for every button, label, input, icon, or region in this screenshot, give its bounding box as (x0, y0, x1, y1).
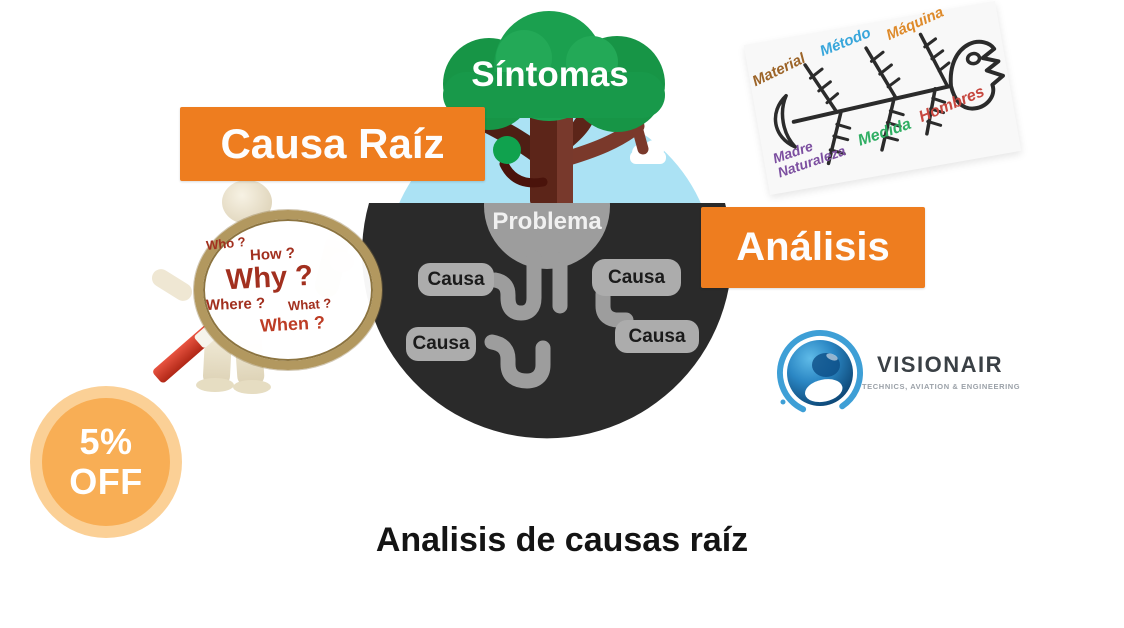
discount-percent: 5% (79, 420, 133, 462)
tree-canopy (443, 11, 665, 132)
causa-label: Causa (427, 269, 485, 290)
fishbone-sketch (773, 32, 1005, 166)
causa-boxes (406, 259, 699, 361)
discount-badge-inner: 5% OFF (42, 398, 170, 526)
analisis-banner: Análisis (701, 207, 925, 288)
fish-head (948, 39, 1005, 111)
causa-raiz-banner: Causa Raíz (180, 107, 485, 181)
fish-rib-barbs (808, 37, 951, 156)
question-what: What ? (287, 295, 332, 314)
question-where: Where ? (205, 294, 266, 315)
magnifier-lens (194, 210, 382, 370)
visionair-logo-text: VISIONAIR TECHNICS, AVIATION & ENGINEERI… (862, 352, 1021, 391)
fish-spine (791, 83, 953, 124)
visionair-tagline: TECHNICS, AVIATION & ENGINEERING (862, 382, 1021, 391)
sintomas-label: Síntomas (471, 55, 629, 94)
causa-raiz-banner-label: Causa Raíz (220, 120, 445, 167)
visionair-logo-icon (777, 330, 863, 416)
analisis-banner-label: Análisis (736, 225, 890, 269)
figure-foot (233, 380, 271, 394)
page-title: Analisis de causas raíz (375, 521, 749, 559)
discount-off-label: OFF (69, 461, 143, 502)
discount-badge: 5% OFF (30, 386, 182, 538)
causa-label: Causa (412, 333, 470, 354)
visionair-name: VISIONAIR (877, 352, 1003, 377)
tree-fruit (493, 136, 521, 164)
question-when: When ? (259, 312, 326, 336)
question-why: Why ? (225, 259, 314, 297)
fishbone-card: Material Método Máquina Madre Naturaleza… (743, 1, 1022, 195)
fish-tail (773, 93, 797, 149)
root-system (406, 203, 699, 389)
fish-eye (965, 51, 982, 66)
figure-foot (196, 378, 234, 392)
causa-label: Causa (607, 267, 666, 288)
problema-label: Problema (492, 208, 602, 235)
causa-label: Causa (628, 326, 686, 347)
